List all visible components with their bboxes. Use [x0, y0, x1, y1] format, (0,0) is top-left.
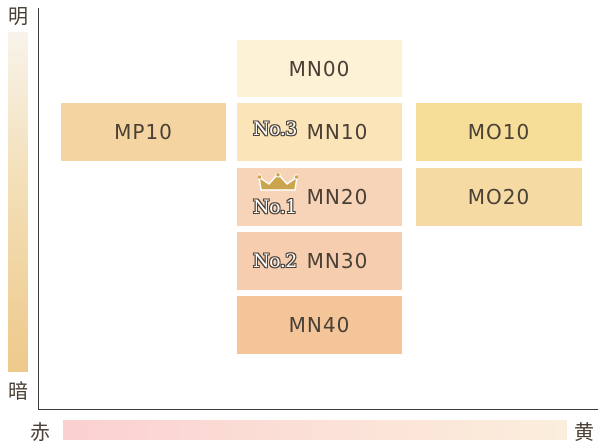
swatch-label-mn30: MN30 — [306, 249, 369, 273]
swatch-label-mo10: MO10 — [467, 120, 531, 144]
hue-gradient-bar — [63, 420, 567, 440]
swatch-mo20[interactable]: MO20 — [416, 168, 582, 226]
swatch-label-mp10: MP10 — [114, 120, 173, 144]
x-axis-line — [38, 409, 598, 410]
swatch-mn30[interactable]: MN30 — [237, 232, 402, 290]
rank-badge-no2: No.2 — [253, 250, 297, 272]
swatch-mn00[interactable]: MN00 — [237, 40, 402, 97]
axis-label-dark: 暗 — [8, 379, 28, 403]
swatch-mn40[interactable]: MN40 — [237, 296, 402, 354]
crown-icon — [258, 173, 298, 191]
rank-badge-no1: No.1 — [253, 196, 297, 218]
swatch-mo10[interactable]: MO10 — [416, 103, 582, 161]
swatch-label-mn10: MN10 — [306, 120, 369, 144]
swatch-label-mn40: MN40 — [288, 313, 351, 337]
y-axis-line — [38, 8, 39, 410]
swatch-mp10[interactable]: MP10 — [61, 103, 226, 161]
swatch-label-mn00: MN00 — [288, 56, 351, 81]
axis-label-red: 赤 — [30, 420, 50, 444]
axis-label-yellow: 黄 — [574, 420, 594, 444]
swatch-mn10[interactable]: MN10 — [237, 103, 402, 161]
swatch-mn20[interactable]: MN20 — [237, 168, 402, 226]
rank-badge-no3: No.3 — [253, 118, 297, 140]
swatch-label-mo20: MO20 — [467, 185, 531, 209]
brightness-gradient-bar — [8, 32, 28, 372]
axis-label-bright: 明 — [8, 4, 28, 28]
swatch-label-mn20: MN20 — [306, 185, 369, 209]
